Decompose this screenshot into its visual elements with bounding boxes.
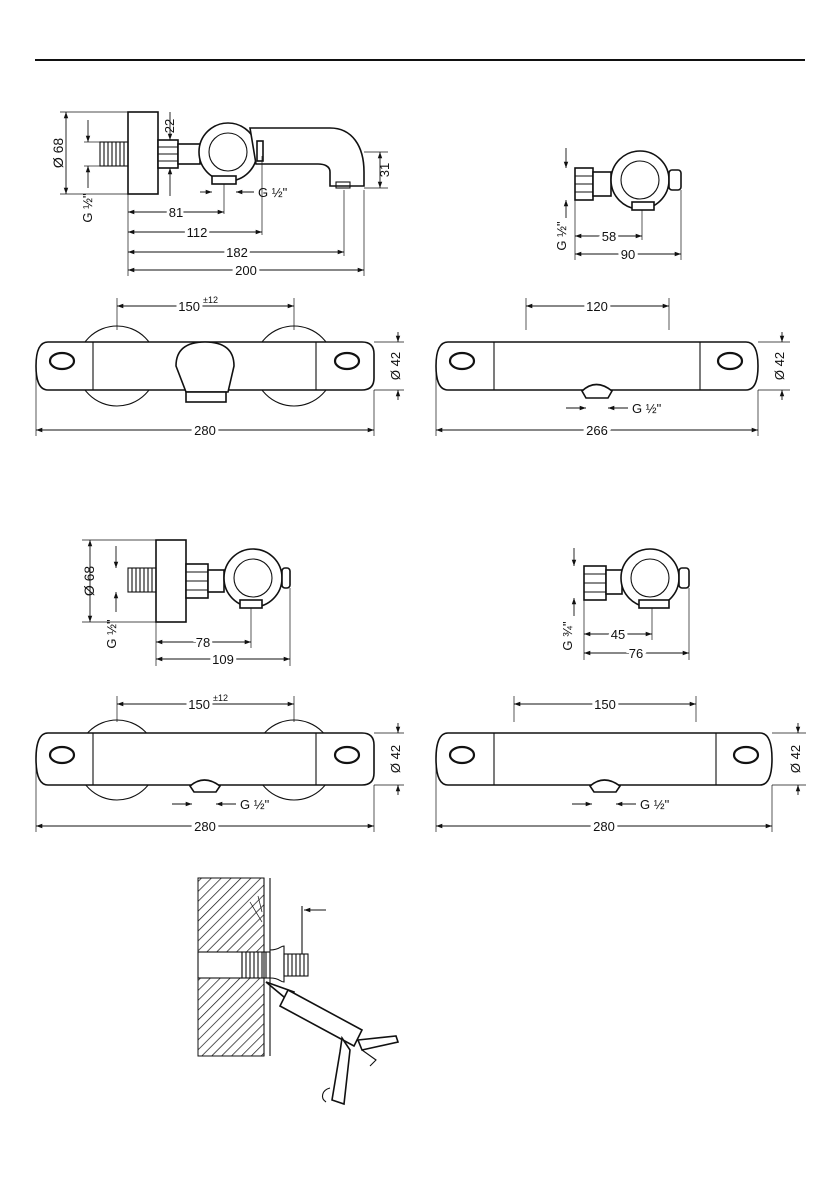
bath-front-d150: 150 [178, 299, 200, 314]
compact-thermostat-front-view: 150 Ø 42 G ½" 280 [436, 696, 806, 834]
compact-side-d76: 76 [629, 646, 643, 661]
bath-side-dia68: Ø 68 [50, 138, 66, 169]
bath-thermostat-side-view: Ø 68 G ½" 22 G ½" 31 81 112 182 200 [50, 112, 392, 278]
bath-front-dia42: Ø 42 [388, 352, 403, 380]
shower-front-dia42: Ø 42 [772, 352, 787, 380]
mixer-front-d150: 150 [188, 697, 210, 712]
bath-side-d22: 22 [162, 119, 177, 133]
shower-side-d90: 90 [621, 247, 635, 262]
compact-side-thread: G ¾" [560, 621, 575, 651]
mixer-side-d78: 78 [196, 635, 210, 650]
shower-thermostat-front-view: 120 Ø 42 G ½" 266 [436, 298, 790, 438]
bath-front-d280: 280 [194, 423, 216, 438]
wall-mixer-side-view: Ø 68 G ½" 78 109 [81, 540, 290, 667]
bath-side-d112: 112 [187, 225, 208, 240]
compact-side-d45: 45 [611, 627, 625, 642]
mixer-side-thread: G ½" [104, 619, 119, 649]
wall-section-upper [198, 878, 264, 952]
shower-front-thread: G ½" [632, 401, 662, 416]
sealant-gun-trigger [358, 1036, 398, 1050]
wall-mixer-front-view: 150 ±12 Ø 42 G ½" 280 [36, 693, 404, 834]
compact-front-dia42: Ø 42 [788, 745, 803, 773]
bath-side-d31: 31 [377, 163, 392, 177]
bath-side-d200: 200 [235, 263, 257, 278]
bath-thermostat-front-view: 150 ±12 Ø 42 280 [36, 295, 404, 438]
shower-front-d266: 266 [586, 423, 608, 438]
compact-front-d150: 150 [594, 697, 616, 712]
mixer-side-dia68: Ø 68 [81, 566, 97, 597]
compact-thermostat-side-view: G ¾" 45 76 [560, 548, 689, 661]
mixer-front-d280: 280 [194, 819, 216, 834]
bath-side-outlet-thread: G ½" [258, 185, 288, 200]
shower-thermostat-side-view: G ½" 58 90 [554, 148, 681, 262]
sealant-gun-body [280, 990, 362, 1046]
mixer-side-d109: 109 [212, 652, 234, 667]
compact-front-thread: G ½" [640, 797, 670, 812]
mixer-front-dia42: Ø 42 [388, 745, 403, 773]
bath-front-tol: ±12 [203, 295, 218, 305]
bath-side-thread: G ½" [80, 193, 95, 223]
shower-side-thread: G ½" [554, 221, 569, 251]
shower-front-d120: 120 [586, 299, 608, 314]
sealant-gun-handle [332, 1038, 350, 1104]
wall-section-lower [198, 978, 264, 1056]
shower-side-d58: 58 [602, 229, 616, 244]
mixer-front-tol: ±12 [213, 693, 228, 703]
bath-side-d81: 81 [169, 205, 183, 220]
mixer-front-thread: G ½" [240, 797, 270, 812]
wall-installation-sealant-detail [198, 878, 398, 1104]
compact-front-d280: 280 [593, 819, 615, 834]
bath-side-d182: 182 [226, 245, 248, 260]
